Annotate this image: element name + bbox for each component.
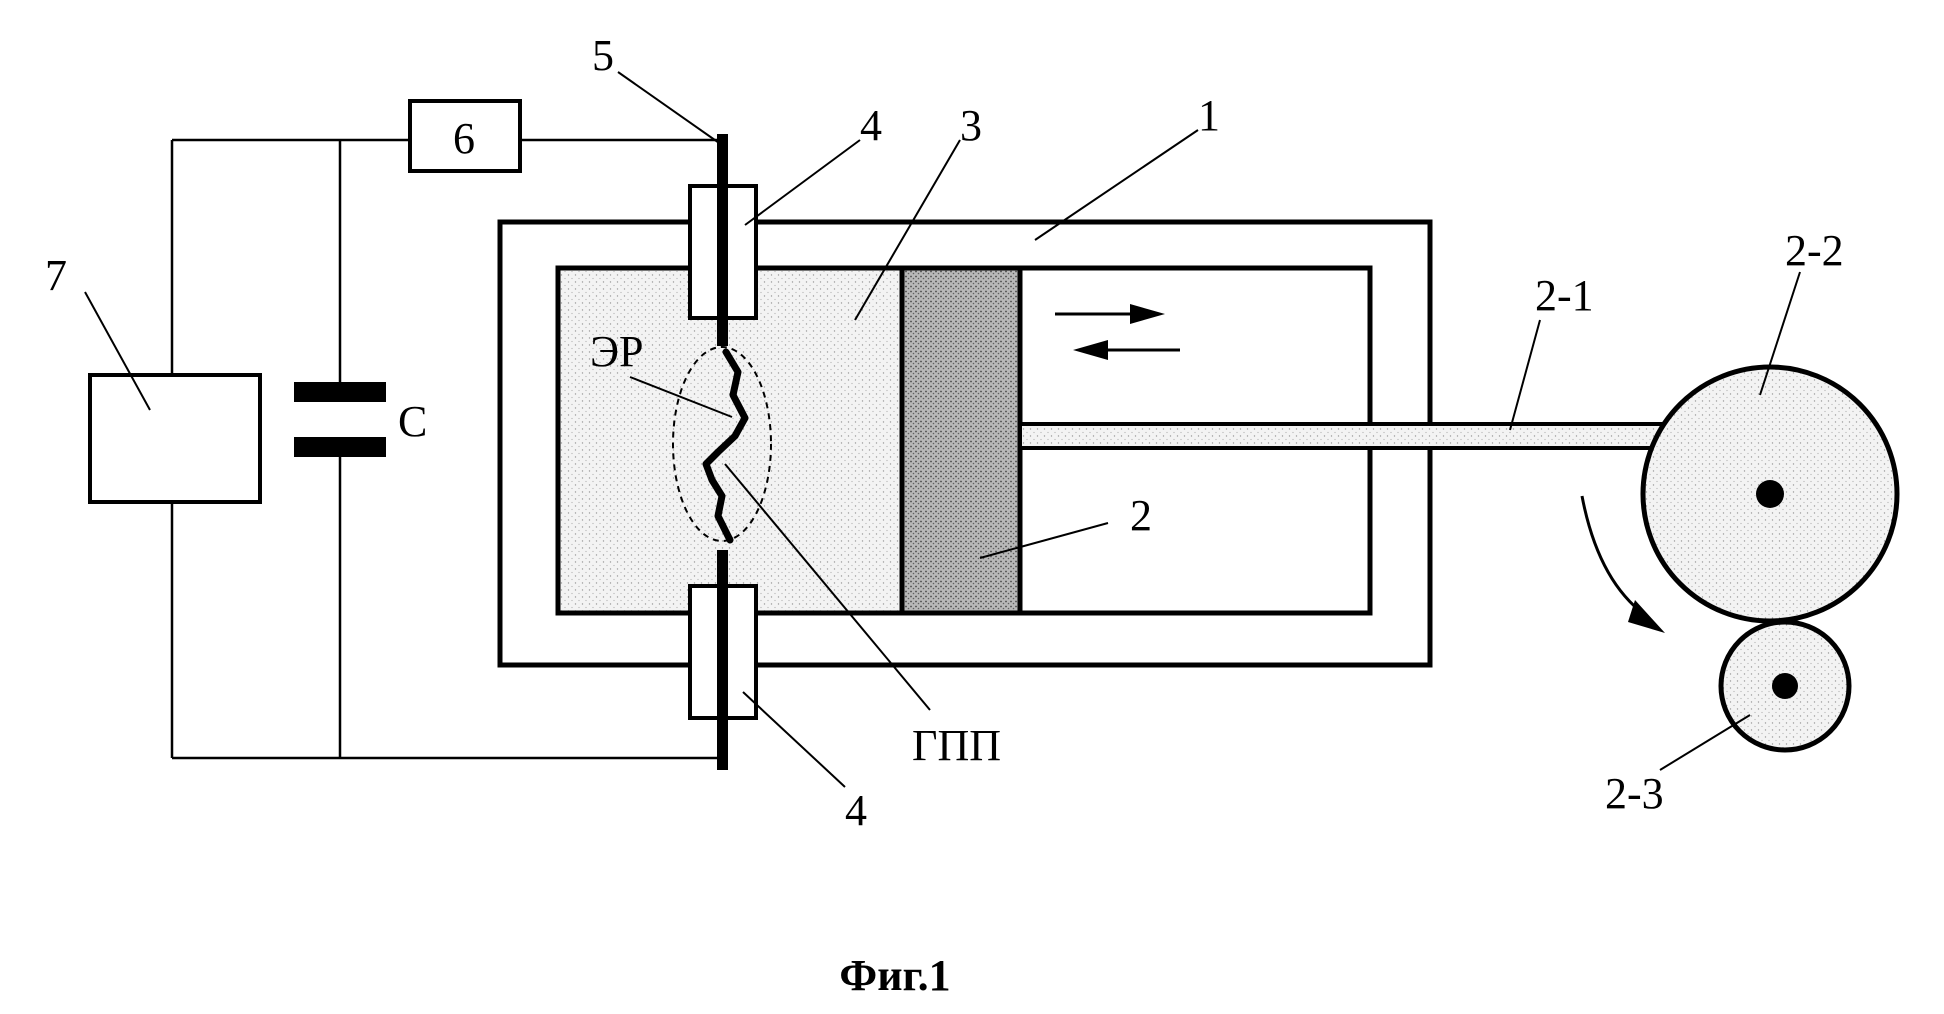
label-block-7: 7 (45, 251, 67, 300)
big-wheel-axle (1756, 480, 1784, 508)
label-cylinder: 1 (1198, 91, 1220, 140)
label-block-6: 6 (453, 114, 475, 163)
label-discharge: ЭР (590, 327, 644, 376)
leader-lines (84, 71, 1801, 788)
leader-3 (854, 139, 961, 321)
leader-4-top (744, 139, 861, 226)
label-chamber: 3 (960, 101, 982, 150)
label-capacitor: C (398, 397, 427, 446)
rotation-arrow (1580, 495, 1665, 633)
leader-er (629, 376, 733, 418)
piston-rod (1018, 422, 1678, 450)
block-6 (408, 99, 522, 173)
label-insulator-top: 4 (860, 101, 882, 150)
leader-gpp (724, 463, 931, 711)
capacitor-symbol (294, 382, 386, 457)
piston (899, 265, 1023, 616)
label-rod: 2-1 (1535, 271, 1594, 320)
leader-4-bottom (742, 691, 846, 788)
plasma-zone (672, 346, 772, 542)
figure-caption: Фиг.1 (839, 951, 950, 1000)
label-insulator-bottom: 4 (845, 786, 867, 835)
label-piston: 2 (1130, 491, 1152, 540)
block-7 (88, 373, 262, 504)
motion-arrows (1055, 304, 1180, 360)
leader-2-2 (1759, 271, 1801, 396)
discharge-channel (702, 348, 749, 544)
small-wheel-axle (1772, 673, 1798, 699)
label-plasma: ГПП (912, 721, 1001, 770)
leader-7 (84, 291, 151, 411)
label-electrode: 5 (592, 31, 614, 80)
circuit (170, 138, 722, 760)
label-small-wheel: 2-3 (1605, 769, 1664, 818)
leader-2-3 (1659, 714, 1751, 771)
leader-2 (979, 522, 1109, 559)
electrode-top (717, 134, 728, 346)
leader-1 (1034, 129, 1199, 241)
leader-5 (617, 71, 723, 146)
leader-2-1 (1509, 319, 1541, 431)
electrode-bottom (717, 550, 728, 770)
label-big-wheel: 2-2 (1785, 226, 1844, 275)
